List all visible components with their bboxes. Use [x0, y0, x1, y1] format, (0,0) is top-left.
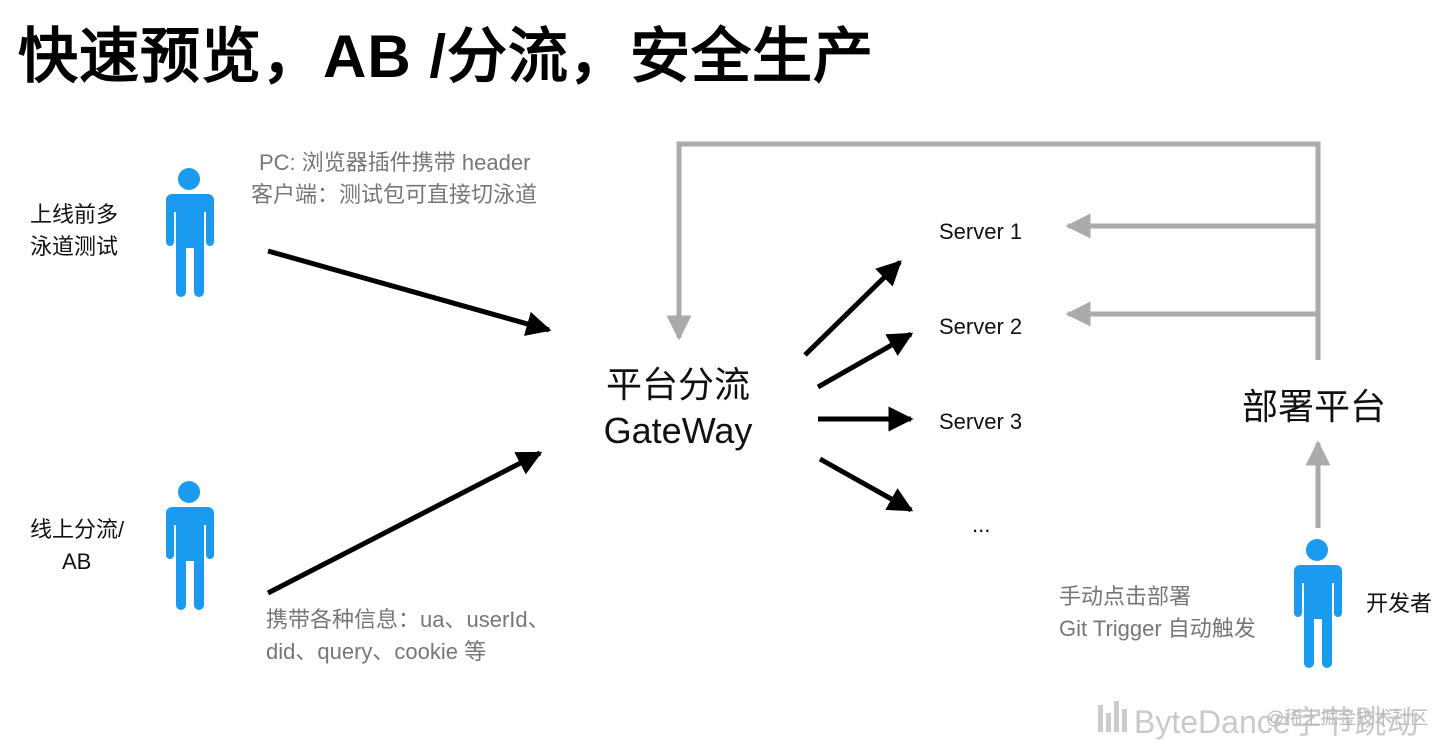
- person-icon: [166, 481, 214, 610]
- arrow-user1-to-gateway: [267, 248, 552, 336]
- server-1-label: Server 1: [939, 219, 1023, 244]
- user1-label-line1: 上线前多: [30, 202, 119, 227]
- deploy-note-line2: Git Trigger 自动触发: [1059, 616, 1256, 641]
- top-note-line1: PC: 浏览器插件携带 header: [259, 150, 531, 175]
- top-note-line2: 客户端：测试包可直接切泳道: [251, 182, 538, 207]
- person-icon: [1294, 539, 1342, 668]
- server-2-label: Server 2: [939, 314, 1023, 339]
- user2-label-line1: 线上分流/: [30, 517, 125, 542]
- bottom-note-line1: 携带各种信息：ua、userId、: [266, 607, 550, 632]
- watermark-brand: ByteDance字节跳动: [1134, 704, 1419, 740]
- watermark-community: @稀土掘金技术社区: [1266, 708, 1429, 728]
- developer-label: 开发者: [1366, 591, 1433, 616]
- arrow-gateway-to-more: [818, 456, 914, 513]
- user1-label: 上线前多 泳道测试: [30, 199, 118, 263]
- bottom-note: 携带各种信息：ua、userId、 did、query、cookie 等: [266, 604, 550, 668]
- user2-label-line2: AB: [62, 549, 92, 574]
- deploy-note: 手动点击部署 Git Trigger 自动触发: [1059, 581, 1256, 645]
- gateway-label-line1: 平台分流: [605, 364, 750, 405]
- user2-label: 线上分流/ AB: [30, 514, 124, 578]
- person-icon: [166, 168, 214, 297]
- server-more-label: ...: [972, 512, 991, 537]
- bytedance-logo-icon: [1098, 701, 1127, 732]
- deploy-bus-line: [666, 141, 1321, 360]
- arrow-user2-to-gateway: [266, 450, 543, 596]
- arrow-gateway-to-server2: [816, 331, 914, 390]
- deploy-note-line1: 手动点击部署: [1059, 584, 1192, 609]
- bottom-note-line2: did、query、cookie 等: [266, 639, 487, 664]
- arrow-gateway-to-server1: [803, 260, 902, 357]
- top-note: PC: 浏览器插件携带 header 客户端：测试包可直接切泳道: [251, 147, 537, 211]
- user1-label-line2: 泳道测试: [30, 234, 119, 259]
- deploy-platform-label: 部署平台: [1242, 386, 1387, 427]
- gateway-label-line2: GateWay: [603, 410, 753, 451]
- server-3-label: Server 3: [939, 409, 1023, 434]
- gateway-node: 平台分流 GateWay: [590, 362, 766, 454]
- page-title: 快速预览，AB /分流，安全生产: [18, 23, 874, 90]
